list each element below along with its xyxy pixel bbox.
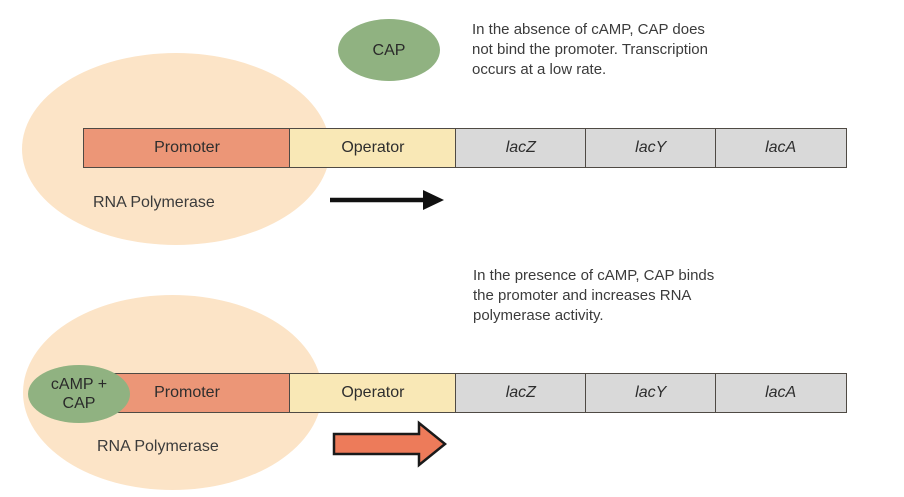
caption-line: In the absence of cAMP, CAP does xyxy=(472,21,705,38)
operator-segment: Operator xyxy=(289,373,457,413)
lacz-segment: lacZ xyxy=(454,128,587,168)
camp-cap-label-line: cAMP + xyxy=(50,376,108,393)
laca-segment: lacA xyxy=(714,373,847,413)
rna-polymerase-label-bottom: RNA Polymerase xyxy=(97,438,219,455)
cap-label: CAP xyxy=(372,41,406,59)
lacy-segment: lacY xyxy=(585,373,717,413)
caption-line: occurs at a low rate. xyxy=(472,61,607,78)
caption-presence-of-camp: In the presence of cAMP, CAP binds the p… xyxy=(473,266,714,326)
cap-protein-oval-top: CAP xyxy=(338,19,440,81)
caption-line: In the presence of cAMP, CAP binds xyxy=(473,267,715,284)
operator-segment: Operator xyxy=(289,128,457,168)
caption-line: the promoter and increases RNA xyxy=(473,287,692,304)
camp-cap-label-line: CAP xyxy=(62,395,96,412)
lacy-segment: lacY xyxy=(585,128,717,168)
gene-bar-bottom: Promoter Operator lacZ lacY lacA xyxy=(83,373,847,413)
camp-cap-complex-oval: cAMP + CAP xyxy=(28,365,130,423)
lacz-segment: lacZ xyxy=(454,373,587,413)
caption-line: not bind the promoter. Transcription xyxy=(472,41,708,58)
caption-line: polymerase activity. xyxy=(473,307,604,324)
promoter-segment: Promoter xyxy=(83,128,291,168)
laca-segment: lacA xyxy=(714,128,847,168)
caption-absence-of-camp: In the absence of cAMP, CAP does not bin… xyxy=(472,20,708,80)
low-transcription-arrow-icon xyxy=(330,190,444,210)
rna-polymerase-label-top: RNA Polymerase xyxy=(93,194,215,211)
increased-transcription-arrow-icon xyxy=(332,420,447,468)
gene-bar-top: Promoter Operator lacZ lacY lacA xyxy=(83,128,847,168)
